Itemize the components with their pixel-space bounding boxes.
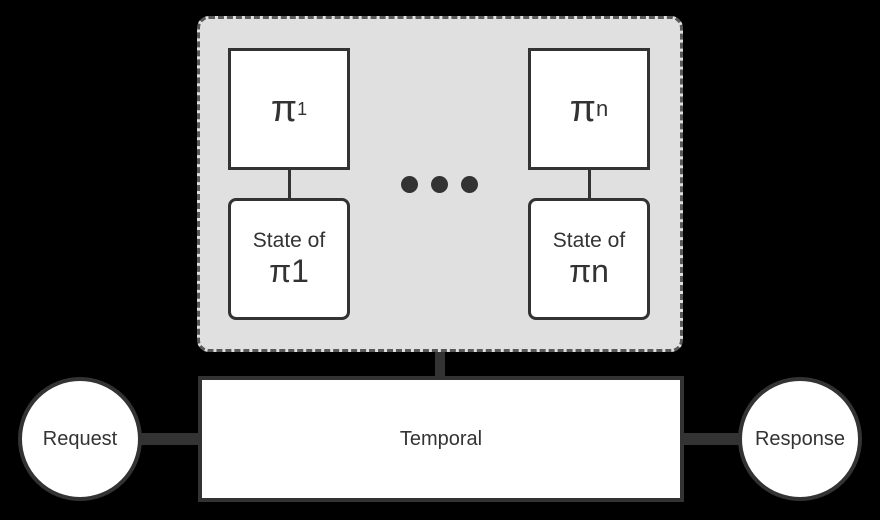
temporal-box: Temporal [198,376,684,502]
request-connector [140,433,202,445]
state-box-last: State of πn [528,198,650,320]
state-first-label: State of [252,229,326,252]
state-box-first: State of π1 [228,198,350,320]
state-last-label: State of [552,229,626,252]
state-first-process: π1 [269,253,309,290]
ellipsis-dot [401,176,418,193]
process-last-state-link [588,168,591,200]
request-label: Request [42,427,118,450]
process-first-symbol: π [270,88,298,130]
process-first-subscript: 1 [297,99,308,119]
response-label: Response [754,427,846,450]
process-last-symbol: π [569,88,596,130]
process-last-subscript: n [595,96,609,121]
ellipsis-dot [461,176,478,193]
state-last-process: πn [569,253,609,290]
ellipsis-dot [431,176,448,193]
process-first-state-link [288,168,291,200]
temporal-label: Temporal [399,427,483,450]
response-node: Response [738,377,862,501]
container-temporal-connector [435,350,445,380]
request-node: Request [18,377,142,501]
response-connector [680,433,742,445]
